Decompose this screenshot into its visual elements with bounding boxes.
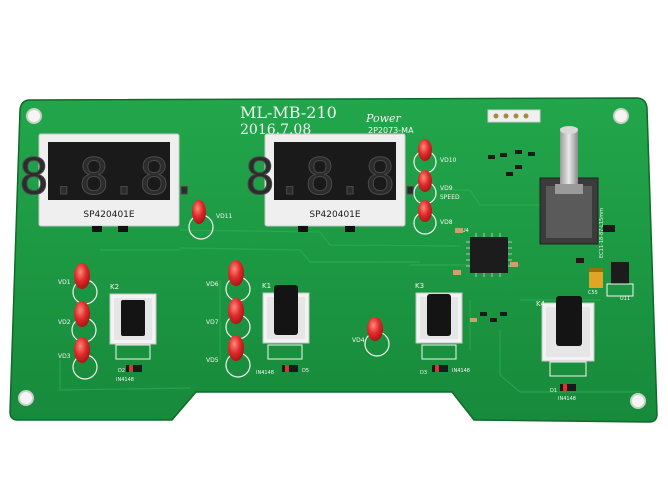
- switch-k2[interactable]: K2: [109, 283, 157, 360]
- diode-d3-part: IN4148: [452, 368, 470, 374]
- diode-d5-part: IN4148: [256, 370, 274, 376]
- led-vd9-label: VD9: [440, 185, 453, 192]
- led-vd1-label: VD1: [58, 279, 71, 286]
- led-vd11-label: VD11: [216, 213, 233, 220]
- encoder-label: EC11-18-87-L15mm: [599, 208, 605, 258]
- switch-k1-label: K1: [262, 282, 271, 290]
- mounting-holes: [18, 108, 646, 409]
- diode-d2: D2 IN4148: [116, 365, 142, 383]
- board-model: ML-MB-210: [240, 103, 337, 122]
- switch-k2-label: K2: [110, 283, 119, 291]
- diode-d3: D3 IN4148: [420, 365, 470, 376]
- led-group: VD11 VD10 VD9 SPEED VD8 VD1 VD2: [58, 139, 460, 380]
- led-vd11: VD11: [188, 200, 233, 240]
- capacitor-label: C55: [588, 290, 598, 296]
- diode-d2-label: D2: [118, 368, 125, 374]
- voltage-regulator: U11: [606, 262, 634, 302]
- led-vd8-label: VD8: [440, 219, 453, 226]
- display-2-digits: 8.8.8.: [245, 148, 426, 206]
- switch-k4[interactable]: K4: [536, 296, 595, 377]
- led-vd7-label: VD7: [206, 319, 219, 326]
- display-pins: [92, 226, 355, 232]
- diode-d1: D1 IN4148: [550, 384, 576, 402]
- switch-k3[interactable]: K3: [415, 282, 463, 360]
- diode-d2-part: IN4148: [116, 377, 134, 383]
- switch-k4-label: K4: [536, 300, 546, 308]
- led-vd10-label: VD10: [440, 157, 457, 164]
- diodes: D2 IN4148 D5 IN4148 D3 IN4148 D1 IN4148: [116, 365, 576, 402]
- capacitor-c55: C55: [588, 268, 603, 296]
- pin-header: [487, 109, 541, 123]
- diode-d5-label: D5: [302, 368, 309, 374]
- seven-segment-display-2: 8.8.8. SP420401E: [244, 133, 426, 227]
- led-vd4-label: VD4: [352, 337, 365, 344]
- led-vd1: VD1: [58, 263, 98, 305]
- diode-d1-part: IN4148: [558, 396, 576, 402]
- led-vd2-label: VD2: [58, 319, 71, 326]
- led-vd6-label: VD6: [206, 281, 219, 288]
- regulator-label: U11: [620, 296, 630, 302]
- speed-label: SPEED: [440, 194, 460, 201]
- led-vd3: VD3: [58, 337, 98, 380]
- display-2-label: SP420401E: [309, 210, 360, 220]
- switch-k3-label: K3: [415, 282, 424, 290]
- led-vd3-label: VD3: [58, 353, 71, 360]
- smd-components: [453, 150, 615, 322]
- led-vd8: VD8: [413, 200, 453, 235]
- diode-d1-label: D1: [550, 388, 557, 394]
- part-number: 2P2073-MA: [368, 126, 414, 135]
- chip-label: U4: [462, 228, 469, 234]
- switch-k1[interactable]: K1: [262, 282, 310, 360]
- seven-segment-display-1: 8.8.8. SP420401E: [18, 133, 200, 227]
- led-vd4: VD4: [352, 317, 390, 357]
- led-vd5: VD5: [206, 335, 251, 378]
- logo-text: Power: [365, 112, 402, 125]
- led-vd5-label: VD5: [206, 357, 219, 364]
- diode-d3-label: D3: [420, 370, 427, 376]
- display-1-digits: 8.8.8.: [19, 148, 200, 206]
- diode-d5: D5 IN4148: [256, 365, 309, 376]
- display-1-label: SP420401E: [83, 210, 134, 220]
- rotary-encoder[interactable]: EC11-18-87-L15mm: [539, 126, 605, 258]
